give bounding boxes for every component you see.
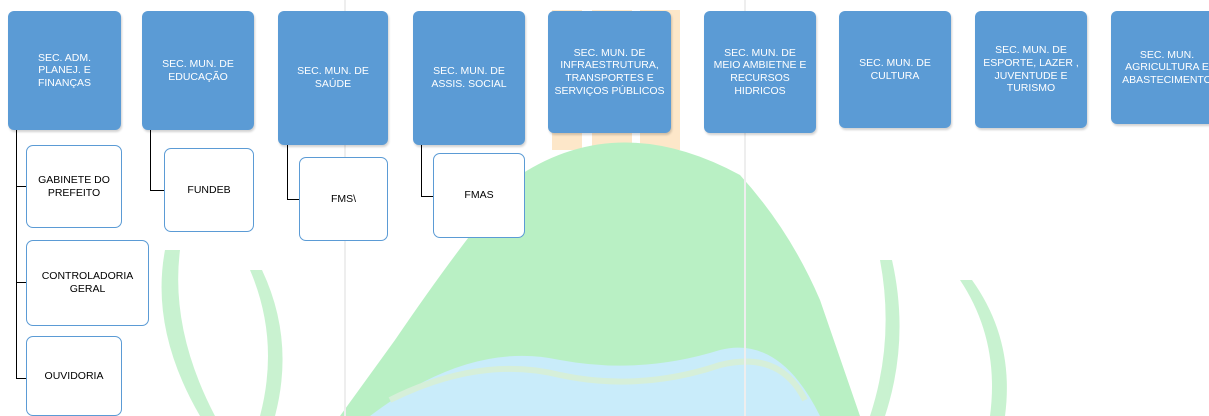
secretariat-cultura-label: SEC. MUN. DE CULTURA bbox=[859, 56, 931, 82]
secretariat-assistencia-social[interactable]: SEC. MUN. DE ASSIS. SOCIAL bbox=[413, 11, 525, 145]
unit-fms-label: FMS\ bbox=[330, 192, 357, 205]
connector-ouvidoria bbox=[16, 282, 27, 379]
secretariat-assistencia-social-label: SEC. MUN. DE ASSIS. SOCIAL bbox=[431, 65, 507, 90]
secretariat-esporte[interactable]: SEC. MUN. DE ESPORTE, LAZER , JUVENTUDE … bbox=[975, 11, 1087, 128]
unit-fms[interactable]: FMS\ bbox=[299, 157, 388, 241]
watermark-mountain bbox=[340, 142, 860, 416]
secretariat-infraestrutura-label: SEC. MUN. DE INFRAESTRUTURA, TRANSPORTES… bbox=[554, 46, 665, 97]
unit-ouvidoria[interactable]: OUVIDORIA bbox=[26, 336, 122, 416]
unit-fmas-label: FMAS bbox=[464, 189, 494, 202]
connector-gabinete-branch bbox=[16, 130, 27, 187]
connector-fms bbox=[287, 145, 300, 200]
secretariat-agricultura-label: SEC. MUN. AGRICULTURA E ABASTECIMENTO bbox=[1122, 48, 1209, 86]
unit-gabinete-prefeito[interactable]: GABINETE DO PREFEITO bbox=[26, 145, 122, 228]
secretariat-cultura[interactable]: SEC. MUN. DE CULTURA bbox=[839, 11, 951, 128]
watermark-plants bbox=[161, 250, 1007, 416]
secretariat-saude-label: SEC. MUN. DE SAÚDE bbox=[297, 65, 369, 90]
unit-fmas[interactable]: FMAS bbox=[433, 153, 525, 238]
secretariat-administracao-label: SEC. ADM. PLANEJ. E FINANÇAS bbox=[37, 51, 92, 89]
secretariat-agricultura[interactable]: SEC. MUN. AGRICULTURA E ABASTECIMENTO bbox=[1111, 11, 1209, 124]
secretariat-saude[interactable]: SEC. MUN. DE SAÚDE bbox=[278, 11, 388, 145]
unit-gabinete-prefeito-label: GABINETE DO PREFEITO bbox=[38, 173, 110, 199]
connector-controladoria bbox=[16, 186, 27, 283]
unit-fundeb[interactable]: FUNDEB bbox=[164, 148, 254, 232]
unit-controladoria-geral-label: CONTROLADORIA GERAL bbox=[41, 270, 134, 295]
secretariat-infraestrutura[interactable]: SEC. MUN. DE INFRAESTRUTURA, TRANSPORTES… bbox=[548, 11, 671, 133]
secretariat-educacao-label: SEC. MUN. DE EDUCAÇÃO bbox=[162, 57, 234, 83]
secretariat-educacao[interactable]: SEC. MUN. DE EDUCAÇÃO bbox=[142, 11, 254, 130]
connector-fmas bbox=[421, 145, 434, 197]
secretariat-esporte-label: SEC. MUN. DE ESPORTE, LAZER , JUVENTUDE … bbox=[983, 44, 1079, 95]
secretariat-meio-ambiente-label: SEC. MUN. DE MEIO AMBIETNE E RECURSOS HI… bbox=[713, 46, 807, 97]
connector-fundeb bbox=[150, 130, 165, 191]
secretariat-administracao[interactable]: SEC. ADM. PLANEJ. E FINANÇAS bbox=[8, 11, 121, 130]
secretariat-meio-ambiente[interactable]: SEC. MUN. DE MEIO AMBIETNE E RECURSOS HI… bbox=[704, 11, 816, 133]
unit-fundeb-label: FUNDEB bbox=[187, 183, 231, 196]
unit-controladoria-geral[interactable]: CONTROLADORIA GERAL bbox=[26, 240, 149, 326]
unit-ouvidoria-label: OUVIDORIA bbox=[44, 369, 104, 382]
